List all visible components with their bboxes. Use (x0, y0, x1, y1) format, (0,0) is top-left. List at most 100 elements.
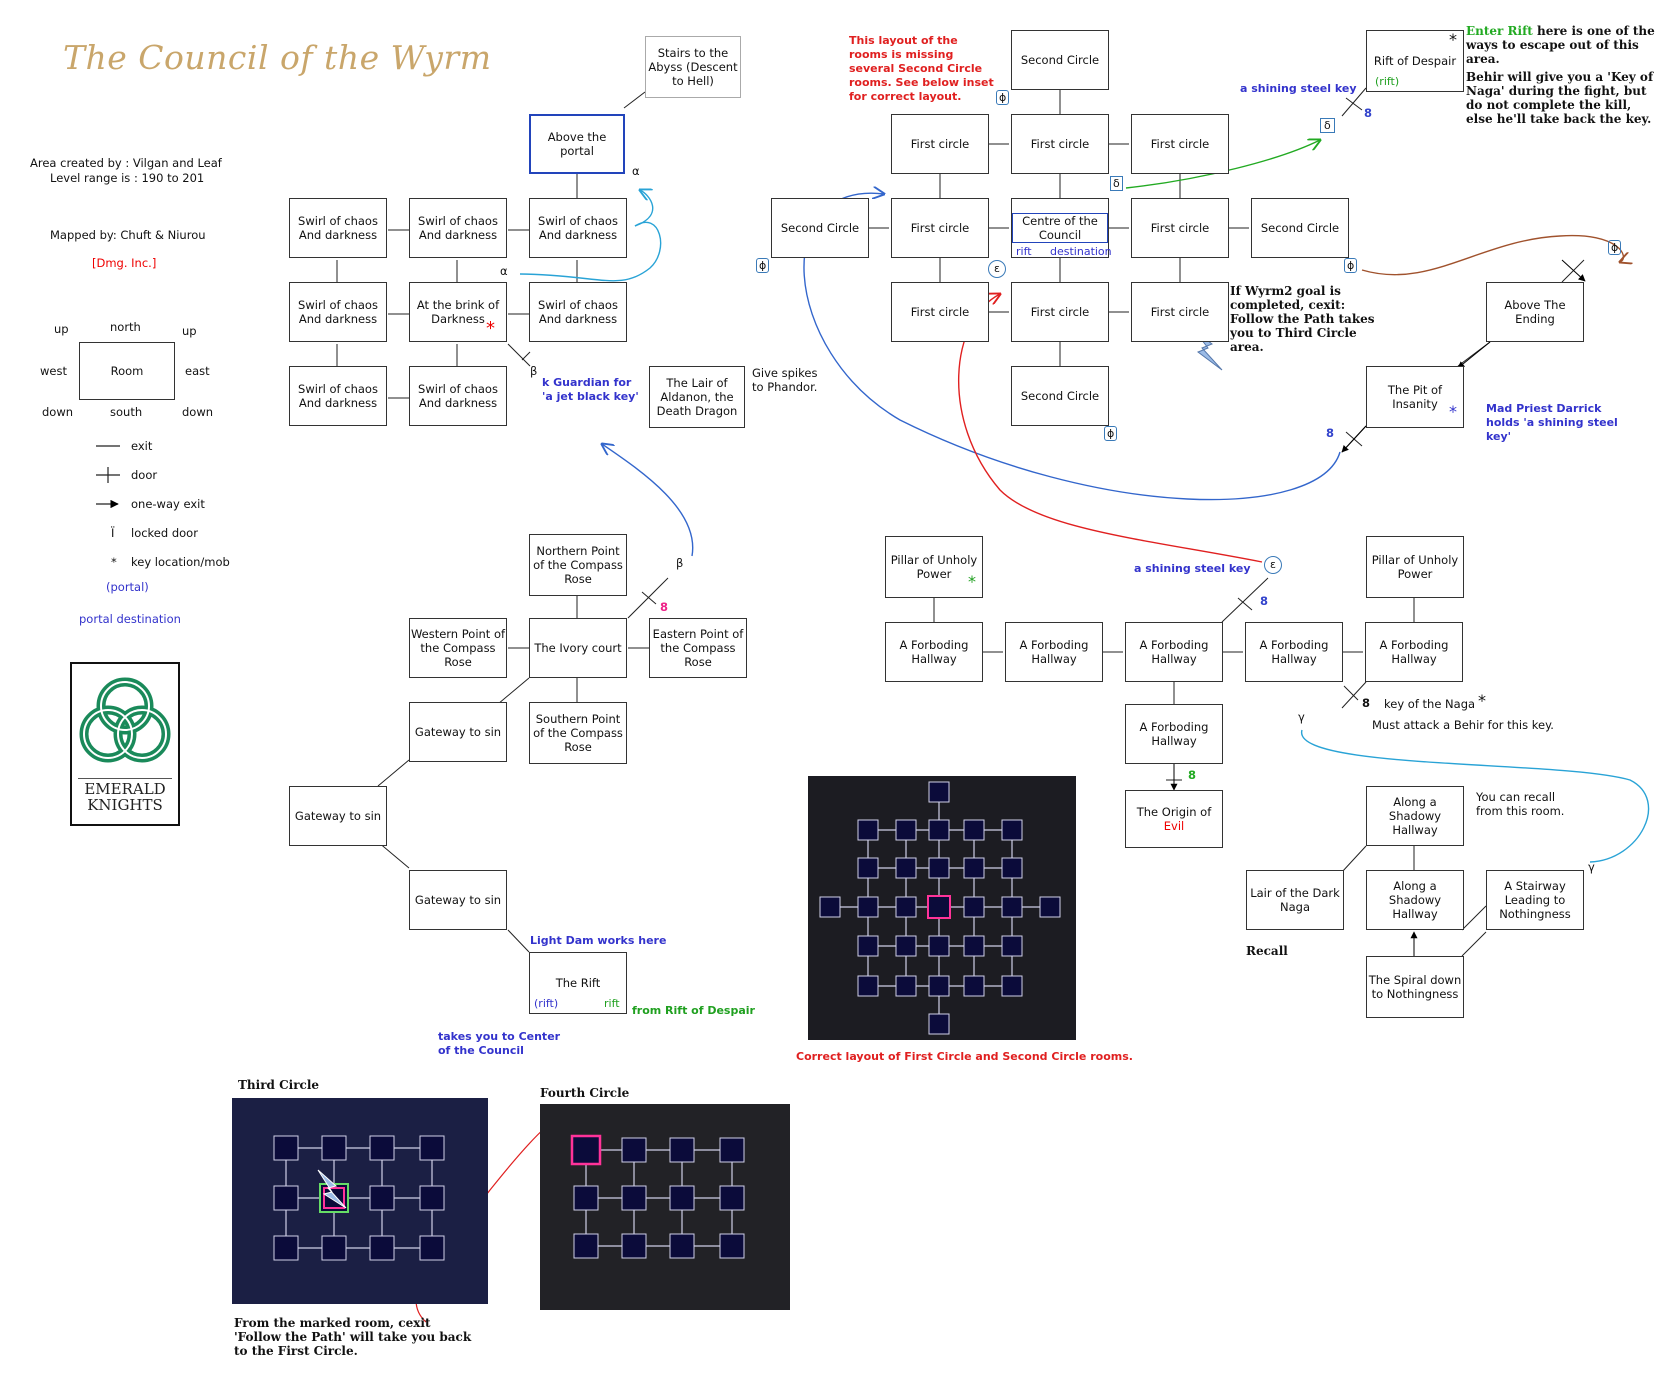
room-first-circle-e[interactable]: First circle (1131, 198, 1229, 258)
room-first-circle-ne[interactable]: First circle (1131, 114, 1229, 174)
legend-exit: exit (131, 439, 153, 453)
room-swirl-7[interactable]: Swirl of chaos And darkness (409, 366, 507, 426)
room-swirl-4[interactable]: Swirl of chaos And darkness (289, 282, 387, 342)
room-gateway-sin-1[interactable]: Gateway to sin (409, 702, 507, 762)
guild-tag: [Dmg. Inc.] (92, 256, 157, 270)
room-southern-point[interactable]: Southern Point of the Compass Rose (529, 702, 627, 764)
legend-locked-icon: Ï (111, 526, 115, 540)
centre-destination-label: destination (1050, 245, 1112, 258)
rift-destination-label: rift (604, 997, 620, 1010)
room-forboding-1[interactable]: A Forboding Hallway (885, 622, 983, 682)
room-swirl-3[interactable]: Swirl of chaos And darkness (529, 198, 627, 258)
room-forboding-5[interactable]: A Forboding Hallway (1365, 622, 1463, 682)
room-rift-despair[interactable]: Rift of Despair (rift) * (1366, 30, 1464, 92)
logo-text-emerald: EMERALD (84, 780, 166, 798)
room-second-circle-s[interactable]: Second Circle (1011, 366, 1109, 426)
room-forboding-4[interactable]: A Forboding Hallway (1245, 622, 1343, 682)
note-light-dam: Light Dam works here (530, 934, 667, 947)
locked-door-icon-1: 8 (660, 600, 669, 614)
room-brink-darkness[interactable]: At the brink of Darkness (409, 282, 507, 342)
room-above-portal[interactable]: Above the portal (529, 114, 625, 174)
key-naga-marker: * (1478, 691, 1486, 710)
inset-fourth-circle (540, 1104, 790, 1310)
room-western-point[interactable]: Western Point of the Compass Rose (409, 618, 507, 678)
room-stairway-nothingness[interactable]: A Stairway Leading to Nothingness (1486, 870, 1584, 930)
note-key-naga: key of the Naga (1384, 697, 1476, 711)
note-give-spikes-1: Give spikes (752, 366, 818, 380)
note-correct-layout: Correct layout of First Circle and Secon… (796, 1050, 1133, 1063)
room-eastern-point[interactable]: Eastern Point of the Compass Rose (649, 618, 747, 678)
room-origin-evil-label: The Origin of (1136, 805, 1212, 819)
inset-correct-layout (808, 776, 1076, 1040)
note-behir-attack: Must attack a Behir for this key. (1372, 718, 1554, 732)
room-swirl-5[interactable]: Swirl of chaos And darkness (529, 282, 627, 342)
room-pillar-unholy-1[interactable]: Pillar of Unholy Power * (885, 536, 983, 598)
locked-door-icon-5: 8 (1188, 768, 1197, 782)
room-second-circle-n[interactable]: Second Circle (1011, 30, 1109, 90)
inset-third-circle (232, 1098, 488, 1304)
rift-portal-label: (rift) (534, 997, 559, 1010)
room-first-circle-se[interactable]: First circle (1131, 282, 1229, 342)
room-first-circle-s[interactable]: First circle (1011, 282, 1109, 342)
note-from-rift-despair: from Rift of Despair (632, 1004, 755, 1017)
room-lair-dark-naga[interactable]: Lair of the Dark Naga (1246, 870, 1344, 930)
room-shadowy-hallway-1[interactable]: Along a Shadowy Hallway (1366, 786, 1464, 846)
legend-east: east (185, 364, 210, 378)
room-first-circle-n[interactable]: First circle (1011, 114, 1109, 174)
third-circle-title: Third Circle (238, 1078, 320, 1092)
room-first-circle-nw[interactable]: First circle (891, 114, 989, 174)
fourth-circle-title: Fourth Circle (540, 1086, 630, 1100)
room-swirl-1[interactable]: Swirl of chaos And darkness (289, 198, 387, 258)
note-wyrm2-goal: If Wyrm2 goal is completed, cexit: Follo… (1230, 284, 1375, 354)
portal-epsilon-2: ε (1264, 556, 1282, 574)
note-steel-key-1: a shining steel key (1240, 82, 1357, 95)
room-forboding-6[interactable]: A Forboding Hallway (1125, 704, 1223, 764)
legend-south: south (110, 405, 143, 419)
pillar-key-marker: * (968, 572, 976, 591)
room-spiral-nothingness[interactable]: The Spiral down to Nothingness (1366, 956, 1464, 1018)
room-gateway-sin-3[interactable]: Gateway to sin (409, 870, 507, 930)
note-enter-rift: Enter Rift here is one of the ways to es… (1466, 24, 1656, 66)
portal-phi-3: ϕ (1344, 258, 1358, 273)
locked-door-icon-2: 8 (1364, 106, 1373, 120)
room-forboding-2[interactable]: A Forboding Hallway (1005, 622, 1103, 682)
room-swirl-6[interactable]: Swirl of chaos And darkness (289, 366, 387, 426)
room-forboding-3[interactable]: A Forboding Hallway (1125, 622, 1223, 682)
rift-despair-portal-label: (rift) (1375, 75, 1400, 88)
room-above-ending[interactable]: Above The Ending (1486, 282, 1584, 342)
note-guardian-2: 'a jet black key' (542, 390, 639, 403)
room-ivory-court[interactable]: The Ivory court (529, 618, 627, 678)
room-first-circle-sw[interactable]: First circle (891, 282, 989, 342)
room-the-rift[interactable]: The Rift (rift) rift (529, 952, 627, 1014)
room-lair-aldanon[interactable]: The Lair of Aldanon, the Death Dragon (649, 366, 745, 428)
room-northern-point[interactable]: Northern Point of the Compass Rose (529, 534, 627, 596)
legend-down-left: down (42, 405, 74, 419)
room-shadowy-hallway-2[interactable]: Along a Shadowy Hallway (1366, 870, 1464, 930)
room-second-circle-e[interactable]: Second Circle (1251, 198, 1349, 258)
locked-door-icon-3: 8 (1326, 426, 1335, 440)
portal-epsilon-1: ε (988, 260, 1006, 278)
portal-gamma-1: γ (1298, 710, 1305, 724)
portal-phi-4: ϕ (1104, 426, 1118, 441)
room-pillar-unholy-2[interactable]: Pillar of Unholy Power (1366, 536, 1464, 598)
room-first-circle-w[interactable]: First circle (891, 198, 989, 258)
logo-text-knights: KNIGHTS (87, 796, 163, 814)
legend-up-left: up (54, 322, 69, 336)
map-title: The Council of the Wyrm (63, 38, 492, 77)
portal-beta-2: β (676, 556, 684, 570)
room-gateway-sin-2[interactable]: Gateway to sin (289, 786, 387, 846)
portal-alpha-2: α (500, 264, 508, 278)
portal-beta-1: β (530, 364, 538, 378)
mapped-by: Mapped by: Chuft & Niurou (50, 228, 206, 242)
room-pit-insanity[interactable]: The Pit of Insanity * (1366, 366, 1464, 428)
room-pillar-unholy-1-label: Pillar of Unholy Power (890, 553, 978, 581)
room-stairs-abyss[interactable]: Stairs to the Abyss (Descent to Hell) (645, 36, 741, 98)
room-second-circle-w[interactable]: Second Circle (771, 198, 869, 258)
room-centre-council[interactable]: Centre of the Council rift destination (1011, 198, 1112, 258)
portal-gamma-2: γ (1588, 860, 1595, 874)
note-behir-key: Behir will give you a 'Key of Naga' duri… (1466, 70, 1654, 126)
emerald-knights-logo: EMERALD KNIGHTS (70, 662, 180, 826)
locked-door-icon-4: 8 (1260, 594, 1269, 608)
room-swirl-2[interactable]: Swirl of chaos And darkness (409, 198, 507, 258)
